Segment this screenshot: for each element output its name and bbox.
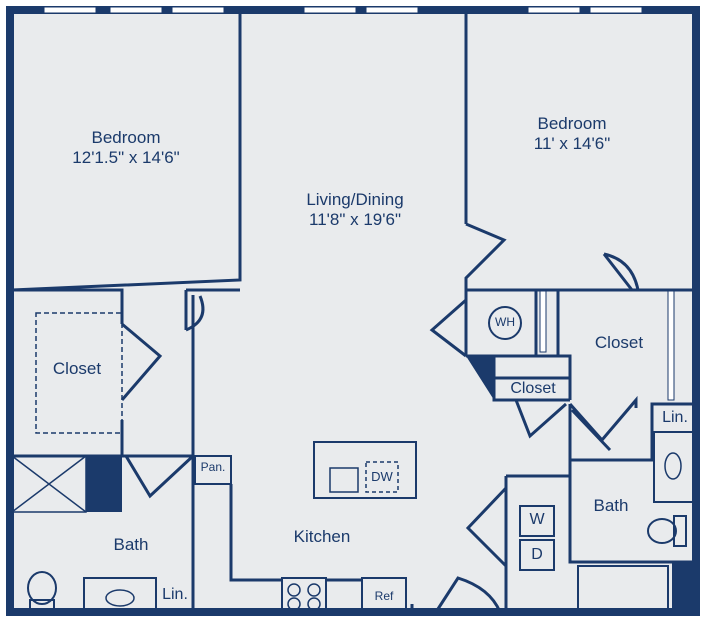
column-right [672,562,696,612]
bath-left-label: Bath [113,535,149,554]
tub [577,565,669,613]
washer-label: W [529,511,545,528]
sink-kitchen [329,467,359,493]
closet-shelf-left [35,312,123,434]
wall-bedroom-left [11,12,242,292]
door-laundry [465,486,508,568]
pantry [194,455,232,485]
door-wh [429,298,467,358]
wall-bath-right [568,402,696,564]
door-swing [184,290,205,332]
living-size: 11'8" x 19'6" [309,209,401,229]
door-closet-right [603,252,640,291]
vanity-right [653,431,695,503]
door-bath-left [124,454,195,499]
bath-right-label: Bath [593,496,629,515]
door-closet-left [120,322,163,401]
closet-left-label: Closet [52,359,102,378]
column-wh [466,356,494,400]
dryer-box [519,539,555,571]
dishwasher-label: DW [371,469,393,484]
floor-area [10,10,696,612]
door-bath-right [570,408,612,452]
entry-door [434,576,502,613]
bedroom-right-name: Bedroom [537,114,607,133]
kitchen-counter [229,484,362,582]
room-label-living: Living/Dining 11'8" x 19'6" [290,190,420,229]
refrigerator-box [361,577,407,613]
door-closet-small [514,399,567,439]
linen-right-label: Lin. [662,409,688,426]
dryer-label: D [531,546,543,563]
column-left [86,456,122,512]
toilet-right [647,515,687,547]
vanity-left [83,577,157,613]
closet-right-label: Closet [594,333,644,352]
room-label-bedroom-right: Bedroom 11' x 14'6" [510,114,634,153]
shower-cross [11,455,87,513]
washer-box [519,505,555,537]
room-label-bedroom-left: Bedroom 12'1.5" x 14'6" [64,128,188,167]
bedroom-right-size: 11' x 14'6" [533,133,611,153]
water-heater-circle [488,306,522,340]
stove-burners [287,583,321,611]
dishwasher-box [365,461,399,493]
pantry-label: Pan. [200,460,226,474]
linen-left-label: Lin. [162,586,188,603]
wall-closet-right [556,253,638,443]
bedroom-left-size: 12'1.5" x 14'6" [72,147,180,167]
refrigerator-label: Ref [374,589,394,603]
water-heater-label: WH [495,315,515,329]
toilet-left [27,571,57,611]
kitchen-island [313,441,417,499]
stove [281,577,327,613]
sink-right [664,452,682,480]
closet-small-label: Closet [510,380,556,397]
sink-left [105,589,135,607]
windows [43,6,675,401]
wall-bedroom-right [464,12,696,292]
wall-left-partition [186,288,240,456]
living-name: Living/Dining [306,190,404,209]
kitchen-label: Kitchen [293,527,351,546]
wall-laundry [410,474,570,612]
bedroom-left-name: Bedroom [91,128,161,147]
